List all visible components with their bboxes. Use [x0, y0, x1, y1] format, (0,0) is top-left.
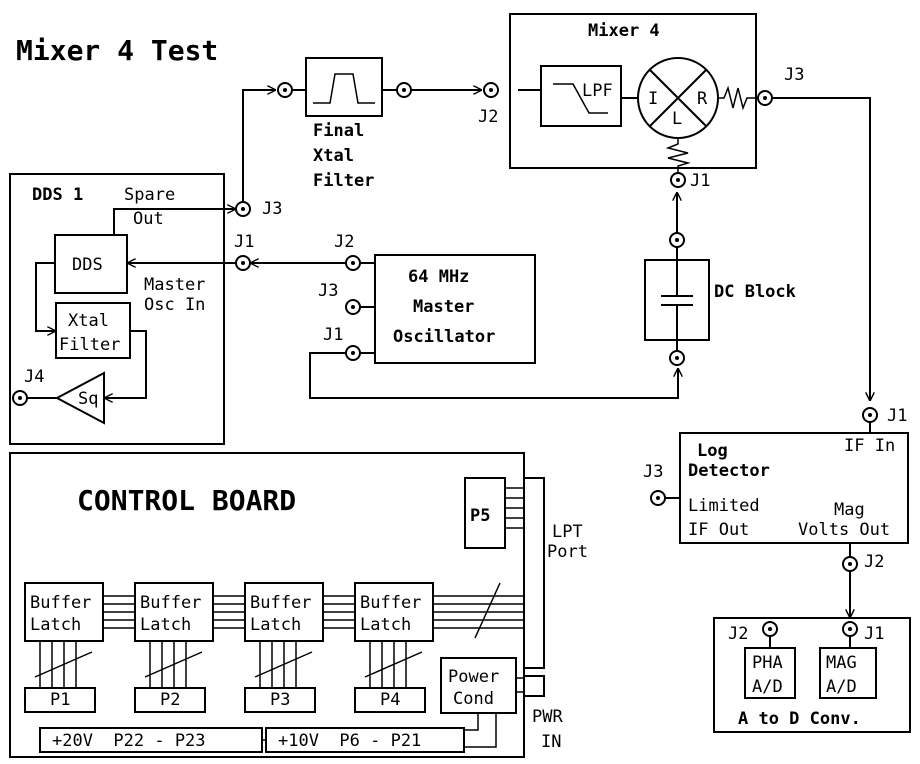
control-board-block: CONTROL BOARD P5 LPT Port PWR IN Buffer …	[9, 452, 588, 758]
log-det-title-1: Log	[697, 441, 728, 461]
dds-chip-label: DDS	[72, 255, 103, 275]
final-filter-label-2: Xtal	[313, 146, 354, 166]
limited-label-1: Limited	[688, 496, 760, 516]
latch4-label-2: Latch	[360, 615, 411, 635]
final-filter-label-3: Filter	[313, 171, 374, 191]
latch2-label-2: Latch	[140, 615, 191, 635]
latch3-label-1: Buffer	[250, 593, 311, 613]
atod-block: PHA A/D MAG A/D A to D Conv.	[713, 617, 911, 733]
dds-j1-label: J1	[234, 232, 254, 252]
atod-j1-connector[interactable]	[842, 621, 858, 637]
dds1-title: DDS 1	[32, 185, 83, 205]
mixer4-title: Mixer 4	[588, 21, 660, 41]
dds-xtal-label-1: Xtal	[68, 311, 109, 331]
latch1-label-1: Buffer	[30, 593, 91, 613]
spare-out-to-filter-wire	[242, 90, 276, 202]
mixer-port-r: R	[697, 89, 708, 109]
dds-j4-connector[interactable]	[12, 390, 28, 406]
control-board-title: CONTROL BOARD	[77, 484, 296, 517]
log-detector-block: Log Detector IF In Limited IF Out Mag Vo…	[665, 422, 909, 618]
lpf-label: LPF	[582, 81, 613, 101]
mixer-j1-connector[interactable]	[670, 172, 686, 188]
mixer-j1-label: J1	[690, 171, 710, 191]
final-xtal-filter: Final Xtal Filter	[277, 57, 412, 191]
atod-j1-label: J1	[864, 624, 884, 644]
osc-j3-connector[interactable]	[345, 299, 361, 315]
logdet-j2-label: J2	[864, 552, 884, 572]
osc-j1-connector[interactable]	[345, 345, 361, 361]
log-det-title-2: Detector	[688, 461, 770, 481]
spare-out-2: Out	[133, 209, 164, 229]
dc-block-top-connector[interactable]	[669, 232, 685, 248]
lpt-port-label-2: Port	[547, 542, 588, 562]
rail-10v-label: +10V P6 - P21	[278, 731, 421, 751]
if-in-label: IF In	[844, 436, 895, 456]
master-osc-line2: Master	[413, 297, 474, 317]
latch3-label-2: Latch	[250, 615, 301, 635]
rail-20v-label: +20V P22 - P23	[52, 731, 206, 751]
diagram-title: Mixer 4 Test	[16, 34, 218, 67]
master-oscillator-block: 64 MHz Master Oscillator	[250, 254, 678, 399]
osc-j2-label: J2	[334, 232, 354, 252]
master-osc-line1: 64 MHz	[408, 267, 469, 287]
power-cond-label-2: Cond	[453, 689, 494, 709]
atod-j2-label: J2	[728, 624, 748, 644]
final-filter-label-1: Final	[313, 121, 364, 141]
mag-volts-label-1: Mag	[834, 500, 865, 520]
port-p1-label: P1	[50, 690, 70, 710]
mag-volts-label-2: Volts Out	[798, 520, 890, 540]
dds-j4-label: J4	[24, 367, 44, 387]
atod-title: A to D Conv.	[738, 709, 861, 729]
osc-j2-connector[interactable]	[345, 255, 361, 271]
logdet-j3-connector[interactable]	[650, 490, 666, 506]
pha-label-1: PHA	[752, 653, 783, 673]
dds1-block: DDS 1 Spare Out DDS Master Osc In Xtal F…	[9, 173, 236, 445]
osc-j1-label: J1	[323, 325, 343, 345]
dds-j3-label: J3	[262, 199, 282, 219]
master-osc-line3: Oscillator	[393, 327, 495, 347]
mixer-j2-label: J2	[478, 107, 498, 127]
mixer-port-i: I	[648, 89, 658, 109]
logdet-j2-connector[interactable]	[842, 556, 858, 572]
limited-label-2: IF Out	[688, 520, 749, 540]
atod-j2-connector[interactable]	[762, 621, 778, 637]
mixer-j3-label: J3	[784, 65, 804, 85]
dds-xtal-label-2: Filter	[59, 335, 120, 355]
mixer-j2-connector[interactable]	[483, 82, 499, 98]
pha-label-2: A/D	[752, 677, 783, 697]
mixer-to-logdet-wire	[772, 97, 870, 401]
port-p3-label: P3	[270, 690, 290, 710]
latch4-label-1: Buffer	[360, 593, 421, 613]
latch2-label-1: Buffer	[140, 593, 201, 613]
mixer4-block: Mixer 4 LPF I R L	[509, 13, 757, 172]
pwr-in-label-1: PWR	[532, 707, 563, 727]
power-cond-label-1: Power	[448, 667, 499, 687]
mag-label-2: A/D	[826, 677, 857, 697]
spare-out-1: Spare	[124, 185, 175, 205]
dc-block-label: DC Block	[714, 282, 796, 302]
port-p4-label: P4	[380, 690, 400, 710]
osc-j3-label: J3	[318, 281, 338, 301]
logdet-j1-label: J1	[887, 406, 907, 426]
logdet-j1-connector[interactable]	[862, 407, 878, 423]
mixer-port-l: L	[672, 109, 682, 129]
p5-label: P5	[470, 506, 490, 526]
squarer-label: Sq	[78, 389, 98, 409]
logdet-j3-label: J3	[643, 462, 663, 482]
dc-block-bottom-connector[interactable]	[669, 350, 685, 366]
latch1-label-2: Latch	[30, 615, 81, 635]
mag-label-1: MAG	[826, 653, 857, 673]
dc-block: DC Block	[644, 192, 796, 351]
master-osc-in-2: Osc In	[144, 295, 205, 315]
master-osc-in-1: Master	[144, 275, 205, 295]
pwr-in-label-2: IN	[541, 732, 561, 752]
lpt-port-label-1: LPT	[552, 522, 583, 542]
port-p2-label: P2	[160, 690, 180, 710]
